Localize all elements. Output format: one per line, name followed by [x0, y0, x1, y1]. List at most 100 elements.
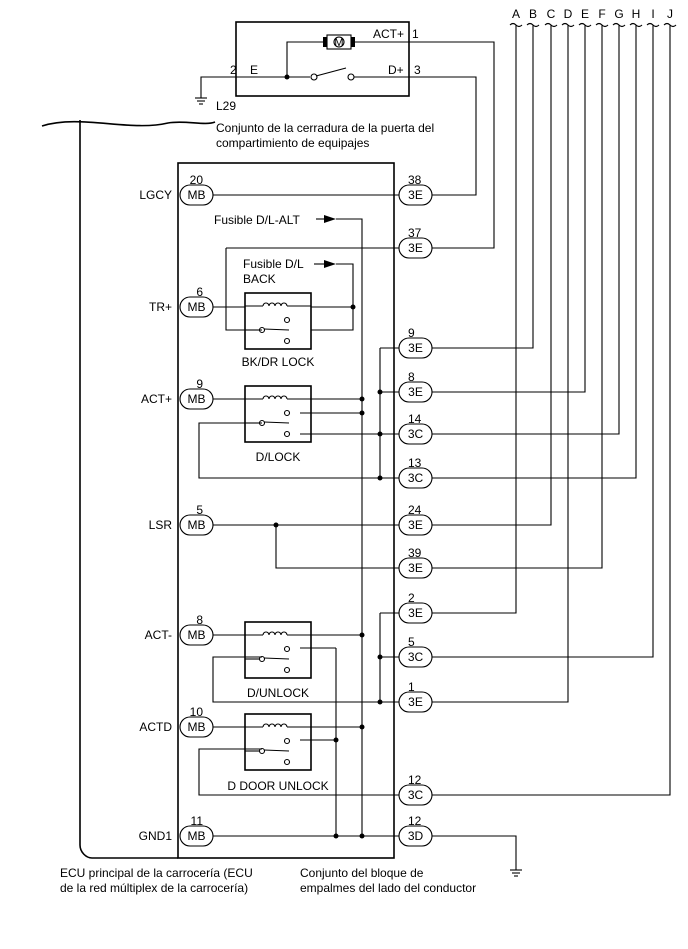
- junction-terminal: 23E: [398, 591, 433, 624]
- connector-code: 3E: [408, 606, 423, 620]
- relay-label: D/UNLOCK: [247, 686, 309, 700]
- signal-label: ACTD: [139, 720, 172, 734]
- relay-switch-icon: [263, 328, 290, 331]
- connector-code: 3E: [408, 561, 423, 575]
- pin-number: 20: [190, 173, 204, 187]
- pin-number-2: 2: [230, 63, 237, 77]
- connector-code: 3E: [408, 385, 423, 399]
- connector-code: 3E: [408, 341, 423, 355]
- motor-symbol: M: [334, 37, 343, 49]
- connector-code: 3C: [408, 788, 424, 802]
- connector-pill: [398, 514, 433, 536]
- pin-number: 9: [196, 377, 203, 391]
- relay-box: [244, 713, 312, 771]
- connector-code: 3C: [408, 650, 424, 664]
- column-label: B: [529, 7, 537, 21]
- lock-switch-icon: [315, 67, 347, 77]
- fuse-dl-back: Fusible D/L BACK: [243, 257, 336, 286]
- relay-switch-icon: [263, 749, 290, 752]
- column-label: C: [547, 7, 556, 21]
- connector-code: MB: [188, 392, 206, 406]
- connector-code: 3E: [408, 188, 423, 202]
- relay-coil-icon: [262, 631, 288, 636]
- connector-code: MB: [188, 720, 206, 734]
- ground-icon: [510, 869, 522, 877]
- column-label: E: [581, 7, 589, 21]
- pin-number: 12: [408, 814, 422, 828]
- pin-number: 6: [196, 285, 203, 299]
- pin-label-act: ACT+: [373, 27, 404, 41]
- pin-number: 24: [408, 503, 422, 517]
- pin-label-e: E: [250, 63, 258, 77]
- connector-code: MB: [188, 518, 206, 532]
- connector-code: 3D: [408, 829, 424, 843]
- column-label: J: [667, 7, 673, 21]
- wiring: [198, 25, 671, 870]
- junction-block-outline: [177, 162, 395, 859]
- signal-label: LSR: [149, 518, 173, 532]
- pin-number: 10: [190, 705, 204, 719]
- relays: BK/DR LOCK D/LOCK D/UNLOCK D DOOR UNLOCK: [227, 292, 329, 793]
- connector-pill: [398, 184, 433, 206]
- connector-code: 3C: [408, 427, 424, 441]
- connector-pill: [179, 624, 214, 646]
- ecu-terminal: ACT+9MB: [141, 377, 214, 410]
- connector-pill: [179, 388, 214, 410]
- relay-box: [244, 292, 312, 350]
- column-label: H: [632, 7, 641, 21]
- connector-pill: [398, 602, 433, 624]
- connector-pill: [398, 381, 433, 403]
- signal-label: LGCY: [139, 188, 172, 202]
- fuse-dl-back-label-2: BACK: [243, 272, 276, 286]
- relay-bkdr-lock: BK/DR LOCK: [242, 292, 314, 369]
- connector-pill: [179, 825, 214, 847]
- pin-number: 1: [408, 680, 415, 694]
- signal-label: ACT-: [145, 628, 172, 642]
- connector-pill: [179, 514, 214, 536]
- connector-pill: [179, 184, 214, 206]
- relay-coil-icon: [262, 395, 288, 400]
- connector-pill: [398, 691, 433, 713]
- pin-number: 11: [191, 814, 204, 828]
- pin-number: 38: [408, 173, 422, 187]
- ecu-outline: [79, 120, 178, 859]
- pin-number: 9: [408, 326, 415, 340]
- connector-pill: [179, 716, 214, 738]
- signal-label: TR+: [149, 300, 172, 314]
- connector-code: 3E: [408, 695, 423, 709]
- pin-number: 39: [408, 546, 422, 560]
- junction-caption-1: Conjunto del bloque de: [300, 866, 424, 880]
- pin-number: 2: [408, 591, 415, 605]
- connector-code: MB: [188, 188, 206, 202]
- column-label: A: [512, 7, 520, 21]
- switch-contact: [310, 73, 318, 81]
- column-label: G: [614, 7, 623, 21]
- ecu-caption-1: ECU principal de la carrocería (ECU: [60, 866, 253, 880]
- fuse-dl-back-label-1: Fusible D/L: [243, 257, 304, 271]
- pin-number: 13: [408, 456, 422, 470]
- pin-label-d: D+: [388, 63, 404, 77]
- relay-d-lock: D/LOCK: [244, 385, 312, 464]
- connector-pill: [398, 784, 433, 806]
- connector-code: MB: [188, 829, 206, 843]
- relay-d-unlock: D/UNLOCK: [244, 621, 312, 700]
- connector-pill: [179, 296, 214, 318]
- lock-connector-label: L29: [216, 99, 236, 113]
- junction-terminal: 93E: [398, 326, 433, 359]
- connector-pill: [398, 467, 433, 489]
- connector-pill: [398, 237, 433, 259]
- trunk-lock-assembly: M ACT+ 1 E 2 D+ 3: [230, 21, 421, 97]
- column-label: I: [651, 7, 654, 21]
- lock-assembly-box: [235, 21, 410, 97]
- relay-label: D DOOR UNLOCK: [227, 779, 328, 793]
- ecu-terminals: LGCY20MBTR+6MBACT+9MBLSR5MBACT-8MBACTD10…: [139, 173, 214, 847]
